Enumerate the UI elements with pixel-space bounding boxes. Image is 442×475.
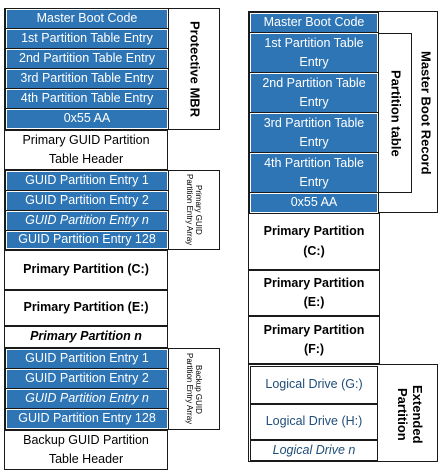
backup-guid-entry-128: GUID Partition Entry 128 xyxy=(5,408,169,430)
primary-array-text: Primary GUID Partition Entry Array xyxy=(185,174,204,246)
gpt-primary-partition-n: Primary Partition n xyxy=(4,326,168,348)
mbr-primary-partition-f: Primary Partition (F:) xyxy=(248,316,380,364)
gpt-partition-entry-1: 1st Partition Table Entry xyxy=(5,28,169,50)
mbr-primary-partition-c: Primary Partition (C:) xyxy=(248,213,380,270)
partition-table-frame xyxy=(378,33,412,193)
protective-mbr-label: Protective MBR xyxy=(170,9,218,129)
primary-array-label: Primary GUID Partition Entry Array xyxy=(170,171,218,249)
mbr-signature: 0x55 AA xyxy=(249,192,379,214)
mbr-partition-entry-3: 3rd Partition Table Entry xyxy=(249,112,379,154)
gpt-partition-entry-3: 3rd Partition Table Entry xyxy=(5,68,169,90)
backup-guid-entry-2: GUID Partition Entry 2 xyxy=(5,368,169,390)
gpt-partition-entry-2: 2nd Partition Table Entry xyxy=(5,48,169,70)
primary-guid-entry-1: GUID Partition Entry 1 xyxy=(5,170,169,192)
master-boot-record-label: Master Boot Record xyxy=(412,13,438,213)
partition-table-label: Partition table xyxy=(378,33,412,193)
logical-drive-n: Logical Drive n xyxy=(250,440,378,461)
backup-array-label: Backup GUID Partition Entry Array xyxy=(170,349,218,429)
gpt-primary-partition-e: Primary Partition (E:) xyxy=(4,290,168,326)
primary-guid-entry-n: GUID Partition Entry n xyxy=(5,210,169,232)
extended-partition-label: Extended Partition xyxy=(380,366,438,462)
primary-guid-entry-2: GUID Partition Entry 2 xyxy=(5,190,169,212)
mbr-partition-entry-1: 1st Partition Table Entry xyxy=(249,32,379,74)
backup-guid-entry-1: GUID Partition Entry 1 xyxy=(5,348,169,370)
extended-partition-text: Extended Partition xyxy=(395,384,425,444)
gpt-partition-entry-4: 4th Partition Table Entry xyxy=(5,88,169,110)
backup-guid-entry-n: GUID Partition Entry n xyxy=(5,388,169,410)
primary-guid-entry-128: GUID Partition Entry 128 xyxy=(5,230,169,250)
logical-drive-h: Logical Drive (H:) xyxy=(250,404,378,440)
mbr-primary-partition-e: Primary Partition (E:) xyxy=(248,270,380,316)
protective-mbr-text: Protective MBR xyxy=(187,20,203,118)
gpt-master-boot-code: Master Boot Code xyxy=(5,8,169,30)
mbr-partition-entry-4: 4th Partition Table Entry xyxy=(249,152,379,194)
gpt-primary-partition-c: Primary Partition (C:) xyxy=(4,250,168,290)
partition-table-text: Partition table xyxy=(388,69,404,157)
backup-array-text: Backup GUID Partition Entry Array xyxy=(185,353,204,425)
primary-gpt-header: Primary GUID Partition Table Header xyxy=(4,130,168,170)
master-boot-record-text: Master Boot Record xyxy=(418,51,434,175)
logical-drive-g: Logical Drive (G:) xyxy=(250,366,378,404)
gpt-signature: 0x55 AA xyxy=(5,108,169,130)
backup-gpt-header: Backup GUID Partition Table Header xyxy=(4,430,168,470)
mbr-partition-entry-2: 2nd Partition Table Entry xyxy=(249,72,379,114)
mbr-master-boot-code: Master Boot Code xyxy=(249,12,379,34)
